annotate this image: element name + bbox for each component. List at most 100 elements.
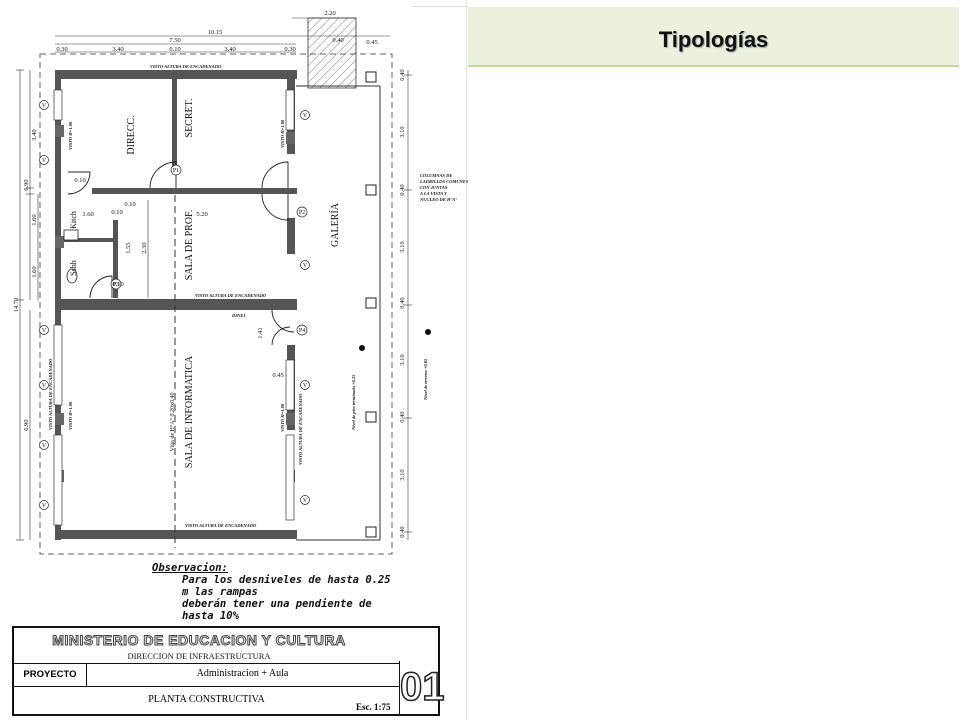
room-label-kitch: Kitch (69, 211, 78, 229)
dim-text: 0.40 (399, 184, 406, 195)
dim-text: 3.10 (399, 241, 406, 252)
dim-text: 2.20 (324, 10, 335, 17)
room-label-secret: SECRET. (184, 99, 195, 138)
note-visto-a: VISTO ALTURA DE ENCADENADO (298, 393, 303, 465)
floor-plan: P1 P2 P3 P4 V V V V V V V V V V 2 (0, 0, 470, 720)
observation-line: Para los desniveles de hasta 0.25 (182, 574, 391, 586)
observation-note: Observacion: Para los desniveles de hast… (152, 562, 391, 622)
header-band: Tipologías (468, 7, 959, 67)
room-label-sala-info: SALA DE INFORMATICA (184, 355, 195, 468)
dim-text: 2.30 (141, 242, 148, 253)
dimension-ticks (16, 69, 412, 541)
note-columnas: COLUMNAS DE (420, 173, 452, 178)
scale: Esc. 1:75 (356, 702, 391, 712)
window-tag: V (303, 383, 308, 389)
dim-text: 1.60 (31, 214, 38, 225)
room-labels: DIRECC. SECRET. GALERÍA Kitch Sshh SALA … (69, 99, 341, 469)
dim-text: 0.40 (399, 526, 406, 537)
note-visto-h: VISTO H=1.80 (280, 403, 285, 432)
note-visto-mid: VISTO ALTURA DE ENCADENADO (195, 293, 267, 298)
dim-text: 0.40 (399, 411, 406, 422)
window-tag: V (303, 113, 308, 119)
note-visto-bot: VISTO ALTURA DE ENCADENADO (185, 523, 257, 528)
dim-text: 0.40 (332, 37, 343, 44)
dim-text: 3.10 (399, 469, 406, 480)
sheet-number-box: 01 (399, 661, 445, 716)
site-limit (39, 53, 393, 555)
dim-text: 3.10 (399, 354, 406, 365)
observation-line: deberán tener una pendiente de (182, 598, 372, 610)
observation-heading: Observacion: (152, 562, 228, 574)
note-visto-h: VISTO H=1.80 (68, 121, 73, 150)
dim-text: 3.10 (399, 126, 406, 137)
title-block: MINISTERIO DE EDUCACION Y CULTURA DIRECC… (12, 626, 445, 716)
dimension-texts-vertical: 14.70 6.90 3.40 6.90 1.60 1.60 1.55 2.30… (13, 69, 406, 537)
columns (365, 71, 377, 538)
dim-text: 0.10 (124, 201, 135, 208)
dim-text: 0.10 (169, 46, 180, 53)
page-divider (466, 0, 467, 720)
note-visto-top: VISTO ALTURA DE ENCADENADO (150, 64, 222, 69)
observation-line: hasta 10% (182, 610, 239, 622)
window-tags: V V V V V V V V V V (39, 100, 310, 510)
door-tag-p3: P3 (113, 282, 119, 288)
note-dinel: DINEL (231, 313, 246, 318)
dim-text: 0.10 (74, 177, 85, 184)
note-visto-a: VISTO ALTURA DE ENCADENADO (48, 358, 53, 430)
dim-text: 3.40 (112, 46, 123, 53)
dimension-texts: 2.20 10.15 7.50 0.30 3.40 0.10 3.40 0.30… (56, 10, 377, 379)
note-nivel-terreno: Nivel de terreno +0.05 (423, 358, 428, 401)
note-columnas: LADRILLOS COMUNES (419, 179, 469, 184)
project-row: PROYECTO Administracion + Aula (14, 663, 399, 687)
door-tags: P1 P2 P3 P4 (110, 164, 308, 336)
dim-text: 1.60 (82, 211, 93, 218)
dim-text: 0.30 (284, 46, 295, 53)
ministry-name: MINISTERIO DE EDUCACION Y CULTURA (52, 632, 346, 649)
plan-notes: VISTO ALTURA DE ENCADENADO VISTO ALTURA … (48, 64, 469, 528)
dim-text: 0.45 (272, 372, 283, 379)
dim-text: 1.55 (125, 242, 132, 253)
doors (67, 161, 295, 346)
beam-label: Viga de H°A° 0.20x0.40 (169, 393, 176, 452)
window-tag: V (42, 443, 47, 449)
door-tag-p1: P1 (173, 168, 179, 174)
windows (53, 89, 295, 526)
room-label-sala-prof: SALA DE PROF. (184, 210, 195, 281)
project-label: PROYECTO (14, 664, 87, 686)
plan-name: PLANTA CONSTRUCTIVA (148, 694, 265, 705)
note-columnas: A LA VISTA Y (419, 191, 448, 196)
room-label-sshh: Sshh (69, 260, 78, 276)
window-tag: V (42, 103, 47, 109)
dim-text: 0.40 (399, 297, 406, 308)
door-tag-p4: P4 (299, 328, 305, 334)
dim-text: 6.90 (23, 179, 30, 190)
dim-text: 1.41 (257, 327, 264, 338)
room-label-galeria: GALERÍA (329, 202, 341, 247)
dim-text: 0.10 (112, 281, 123, 288)
page-title: Tipologías (658, 27, 769, 52)
note-visto-h: VISTO H=1.80 (68, 401, 73, 430)
note-columnas: CON JUNTAS (420, 185, 448, 190)
toilet-icon (66, 268, 78, 284)
dim-text: 10.15 (208, 29, 223, 36)
door-tag-p2: P2 (299, 210, 305, 216)
dim-text: 6.90 (23, 419, 30, 430)
sink-icon (63, 229, 79, 241)
observation-line: m las rampas (182, 586, 258, 598)
dim-text: 3.40 (31, 129, 38, 140)
note-nivel-piso: Nivel de piso terminado +0.25 (351, 374, 356, 431)
room-label-direcc: DIRECC. (126, 115, 137, 154)
note-visto-h: VISTO H=1.80 (280, 119, 285, 148)
sheet-number: 01 (399, 664, 445, 710)
window-tag: V (42, 503, 47, 509)
dim-text: 14.70 (13, 298, 20, 313)
dim-text: 0.40 (399, 69, 406, 80)
window-tag: V (42, 328, 47, 334)
ramp (307, 17, 357, 89)
dimension-lines (19, 17, 409, 540)
window-tag: V (42, 158, 47, 164)
dim-text: 3.40 (224, 46, 235, 53)
project-value: Administracion + Aula (196, 668, 289, 679)
level-markers (359, 329, 431, 351)
dim-text: 0.45 (366, 39, 377, 46)
